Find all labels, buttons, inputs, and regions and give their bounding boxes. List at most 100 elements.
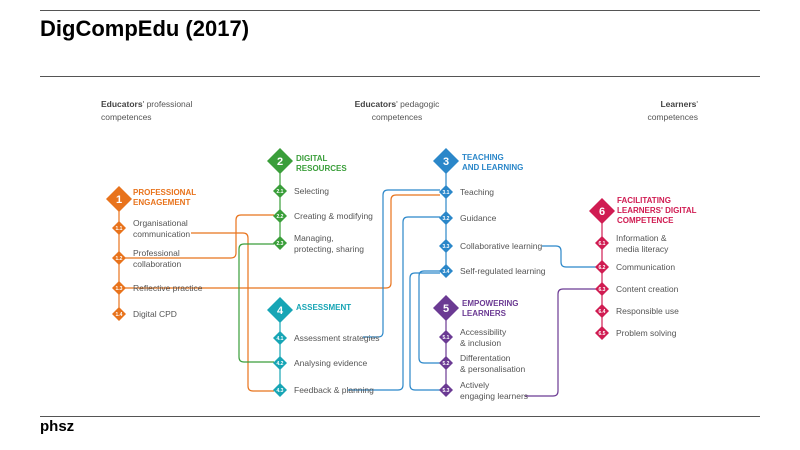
competence-4-2-label: Analysing evidence	[294, 358, 368, 368]
competence-6-3-label: Content creation	[616, 284, 679, 294]
competence-5-2-label: Differentation& personalisation	[460, 353, 526, 374]
connector-3-4-to-5-3	[409, 272, 440, 391]
connector-2-3-to-4-2	[238, 243, 274, 363]
competence-3-4-label: Self-regulated learning	[460, 266, 546, 276]
competence-6-5-marker: 6.5	[595, 326, 609, 340]
competence-6-3-marker-text: 6.3	[599, 287, 606, 293]
header-rule	[40, 76, 760, 77]
area-assessment-marker: 4	[267, 297, 293, 323]
competence-5-2-marker: 5.2	[439, 356, 453, 370]
slide-title: DigCompEdu (2017)	[40, 16, 250, 41]
competence-6-1-label: Information &media literacy	[616, 233, 669, 254]
competence-6-1-marker: 6.1	[595, 236, 609, 250]
competence-2-3-label: Managing,protecting, sharing	[294, 233, 364, 254]
competence-5-3-marker: 5.3	[439, 383, 453, 397]
competence-2-3-marker-text: 2.3	[277, 241, 284, 247]
connector-1-2-to-2-2	[125, 214, 274, 259]
connector-3-4-to-5-2	[418, 270, 440, 364]
competence-6-2-marker: 6.2	[595, 260, 609, 274]
competence-1-4-marker-text: 1.4	[116, 312, 123, 318]
area-teaching-marker: 3	[433, 148, 459, 174]
competence-2-1-marker: 2.1	[273, 184, 287, 198]
competence-3-2-marker-text: 3.2	[443, 216, 450, 222]
area-professional-marker: 1	[106, 186, 132, 212]
competence-3-3-marker-text: 3.3	[443, 244, 450, 250]
competence-6-4-marker: 6.4	[595, 304, 609, 318]
top-rule	[40, 10, 760, 11]
competence-3-1-label: Teaching	[460, 187, 495, 197]
competence-3-2-label: Guidance	[460, 213, 497, 223]
competence-3-4-marker: 3.4	[439, 264, 453, 278]
competence-5-1-marker: 5.1	[439, 330, 453, 344]
competence-4-2-marker: 4.2	[273, 356, 287, 370]
area-facilitating-marker: 6	[589, 198, 615, 224]
competence-6-1-marker-text: 6.1	[599, 241, 606, 247]
area-assessment-marker-text: 4	[277, 305, 284, 317]
competence-1-3-label: Reflective practice	[133, 283, 203, 293]
competence-3-1-marker: 3.1	[439, 185, 453, 199]
competence-1-3-marker-text: 1.3	[116, 286, 123, 292]
competence-6-3-marker: 6.3	[595, 282, 609, 296]
competence-5-2-marker-text: 5.2	[443, 361, 450, 367]
header-educators-pedagogic: Educators' pedagogic competences	[354, 99, 440, 122]
competence-1-3-marker: 1.3	[112, 281, 126, 295]
footer-logo-text: phsz	[40, 418, 75, 435]
area-facilitating-marker-text: 6	[599, 206, 605, 218]
competence-4-2-marker-text: 4.2	[277, 361, 284, 367]
area-professional-marker-text: 1	[116, 194, 122, 206]
header-educators-professional: Educators' professional competences	[101, 99, 193, 122]
header-learners: Learners' competences	[647, 99, 698, 122]
competence-4-3-marker-text: 4.3	[277, 388, 284, 394]
connector-4-3-to-3-2	[348, 216, 440, 391]
competence-1-1-marker-text: 1.1	[116, 226, 123, 232]
competence-4-1-label: Assessment strategies	[294, 333, 380, 343]
competence-6-5-marker-text: 6.5	[599, 331, 606, 337]
competence-6-4-marker-text: 6.4	[599, 309, 606, 315]
area-resources-marker-text: 2	[277, 156, 283, 168]
competence-5-1-marker-text: 5.1	[443, 335, 450, 341]
competence-4-3-marker: 4.3	[273, 383, 287, 397]
competence-6-5-label: Problem solving	[616, 328, 677, 338]
competence-6-2-label: Communication	[616, 262, 676, 272]
competence-1-4-marker: 1.4	[112, 307, 126, 321]
connector-3-3-to-6-2	[542, 245, 596, 268]
area-assessment-title: ASSESSMENT	[296, 303, 352, 312]
connector-5-3-to-6-3	[525, 288, 596, 397]
competence-3-4-marker-text: 3.4	[443, 269, 450, 275]
competence-4-1-marker: 4.1	[273, 331, 287, 345]
competence-2-1-marker-text: 2.1	[277, 189, 284, 195]
competence-1-2-marker: 1.2	[112, 251, 126, 265]
connector-1-1-to-4-3	[191, 232, 274, 392]
competence-5-1-label: Accessibility& inclusion	[460, 327, 507, 348]
competence-4-3-label: Feedback & planning	[294, 385, 374, 395]
competence-6-2-marker-text: 6.2	[599, 265, 606, 271]
area-empowering-marker-text: 5	[443, 303, 449, 315]
competence-2-3-marker: 2.3	[273, 236, 287, 250]
area-teaching-marker-text: 3	[443, 156, 449, 168]
bottom-rule	[40, 416, 760, 417]
competence-1-2-marker-text: 1.2	[116, 256, 123, 262]
competence-1-1-marker: 1.1	[112, 221, 126, 235]
competence-5-3-marker-text: 5.3	[443, 388, 450, 394]
competence-3-1-marker-text: 3.1	[443, 190, 450, 196]
competence-2-2-label: Creating & modifying	[294, 211, 373, 221]
competence-2-1-label: Selecting	[294, 186, 329, 196]
competence-2-2-marker: 2.2	[273, 209, 287, 223]
competence-6-4-label: Responsible use	[616, 306, 679, 316]
competence-3-3-label: Collaborative learning	[460, 241, 543, 251]
competence-nodes: 1 1.1 1.2 1.3 1.4 2 2.1 2.2 2.3 3 3.1 3.2 3.3 3.4 4 4.1…	[106, 148, 615, 397]
competence-2-2-marker-text: 2.2	[277, 214, 284, 220]
competence-3-2-marker: 3.2	[439, 211, 453, 225]
connector-4-1-to-3-1	[363, 189, 440, 338]
area-empowering-marker: 5	[433, 295, 459, 321]
competence-1-4-label: Digital CPD	[133, 309, 177, 319]
